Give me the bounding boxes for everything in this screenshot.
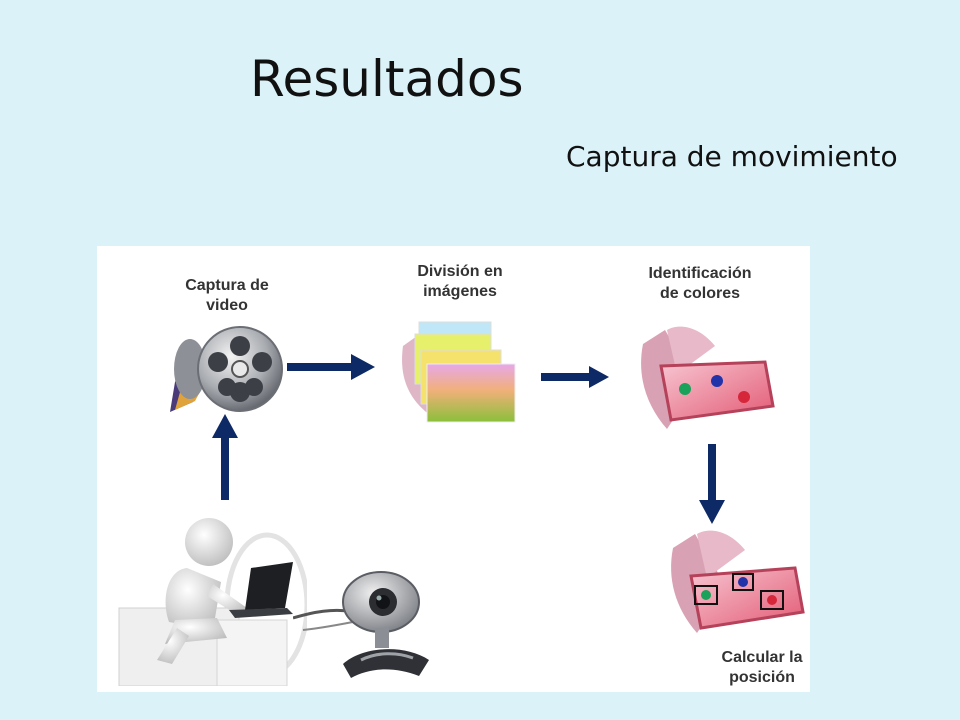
label-video-capture: Captura de video: [185, 277, 269, 314]
slide-title: Resultados: [250, 50, 524, 108]
position-tray-icon: [671, 530, 805, 633]
slide-subtitle: Captura de movimiento: [566, 140, 898, 173]
label-position-calculation: Calcular la posición: [721, 649, 803, 686]
image-stack-icon: [402, 321, 516, 423]
motion-capture-diagram: Captura de video División en imágenes Id…: [97, 246, 810, 692]
film-reel-icon: [170, 326, 283, 412]
arrow-right-icon: [541, 366, 609, 388]
label-split-images: División en imágenes: [417, 263, 503, 300]
webcam-icon: [293, 571, 429, 678]
person-laptop-icon: [118, 518, 307, 686]
color-tray-icon: [641, 326, 775, 429]
label-color-identification: Identificación de colores: [648, 265, 752, 302]
arrow-up-icon: [212, 414, 238, 500]
arrow-down-icon: [699, 444, 725, 524]
arrow-right-icon: [287, 354, 375, 380]
